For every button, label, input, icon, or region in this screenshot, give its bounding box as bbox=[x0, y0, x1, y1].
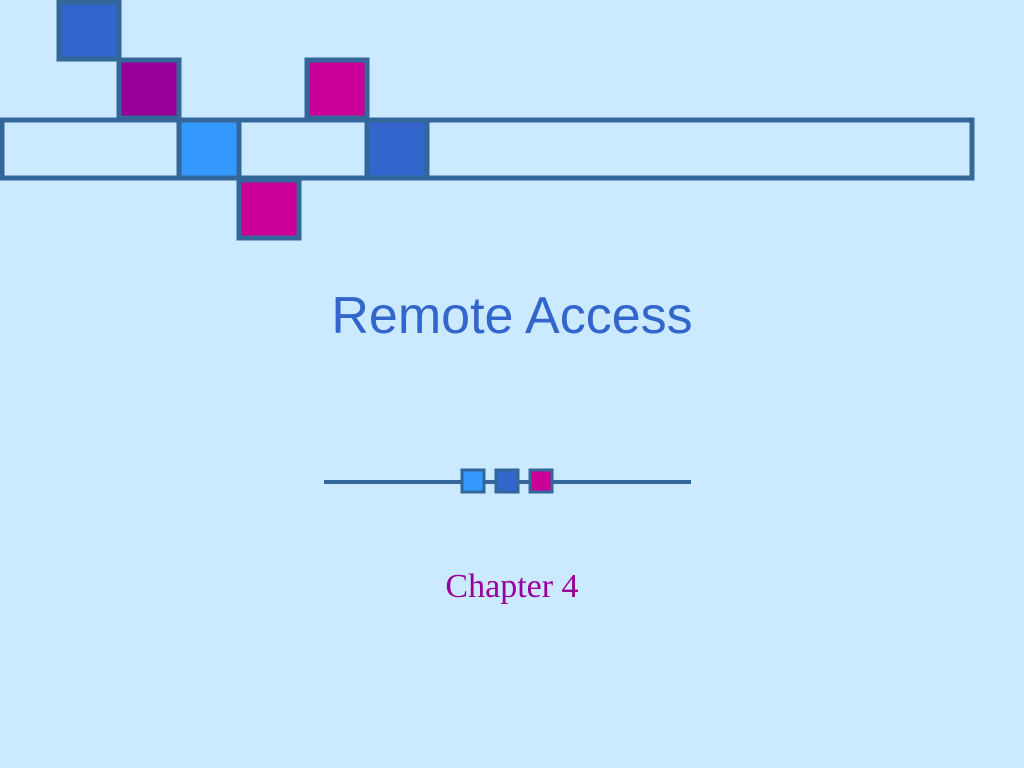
deco-square-sky-blue bbox=[176, 117, 242, 181]
divider-square-royal-blue bbox=[494, 468, 520, 494]
slide-title: Remote Access bbox=[331, 287, 693, 345]
deco-square-top-blue bbox=[56, 0, 122, 62]
divider-square-magenta bbox=[528, 468, 554, 494]
deco-square-purple bbox=[116, 57, 182, 121]
deco-square-magenta-bottom bbox=[236, 177, 302, 241]
slide-subtitle: Chapter 4 bbox=[445, 568, 579, 605]
divider-square-sky-blue bbox=[460, 468, 486, 494]
deco-square-royal-blue bbox=[364, 117, 430, 181]
header-bar bbox=[0, 117, 975, 181]
deco-square-magenta-top bbox=[304, 57, 370, 121]
